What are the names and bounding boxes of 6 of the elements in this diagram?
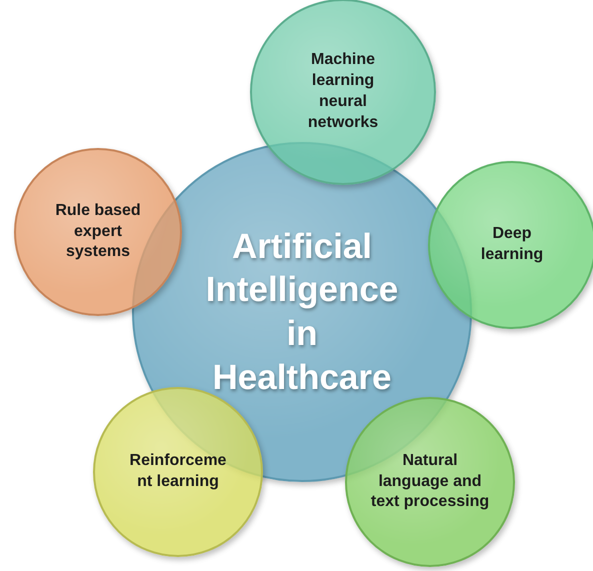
topic-label: Deep learning [480,224,544,265]
topic-label: Machine learning neural networks [306,50,380,133]
topic-label: Natural language and text processing [370,450,490,512]
topic-label: Reinforceme nt learning [128,451,228,492]
topic-title: Artificial Intelligence in Healthcare [204,226,400,399]
topic-label: Rule based expert systems [54,200,142,262]
